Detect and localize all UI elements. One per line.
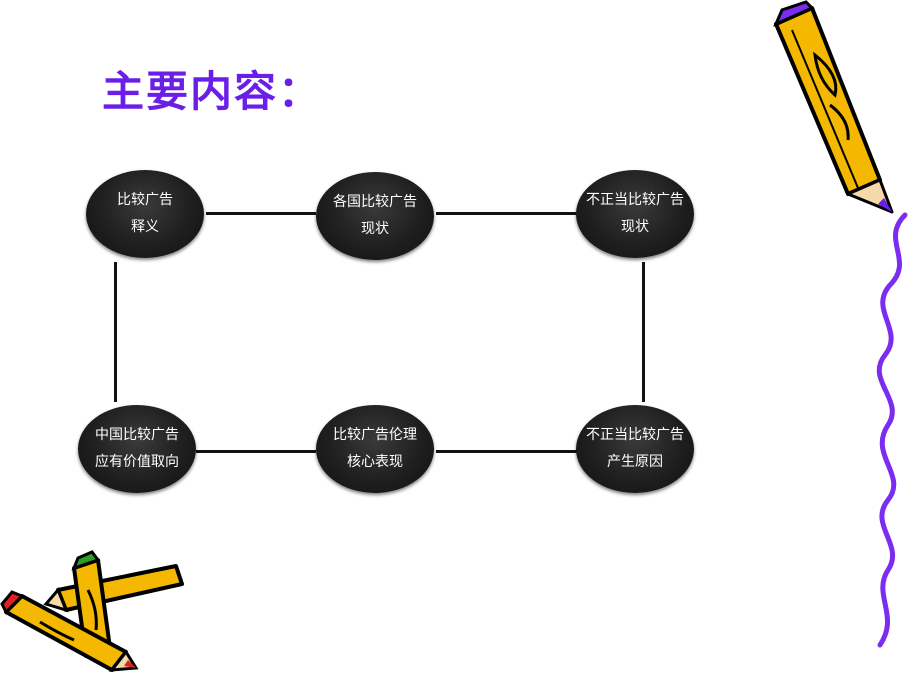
node-label: 核心表现	[347, 454, 403, 470]
node-china-value-orientation: 中国比较广告 应有价值取向	[78, 405, 196, 493]
node-countries-status: 各国比较广告 现状	[316, 172, 434, 260]
node-label: 中国比较广告	[95, 427, 179, 443]
connector-top-left	[206, 212, 316, 215]
page-title: 主要内容：	[102, 67, 323, 116]
node-label: 比较广告	[117, 192, 173, 208]
connector-bottom-left	[196, 450, 316, 453]
connector-left	[114, 262, 117, 402]
node-label: 产生原因	[607, 454, 663, 470]
node-label: 不正当比较广告	[586, 427, 684, 443]
node-label: 不正当比较广告	[586, 192, 684, 208]
connector-bottom-right	[436, 450, 577, 453]
node-unfair-ad-causes: 不正当比较广告 产生原因	[576, 405, 694, 493]
squiggle-line	[876, 212, 908, 648]
node-comparative-ad-definition: 比较广告 释义	[86, 170, 204, 258]
pencil-icon	[773, 0, 894, 214]
node-unfair-ad-status: 不正当比较广告 现状	[576, 170, 694, 258]
crossed-pencils-icon	[0, 550, 184, 672]
node-label: 比较广告伦理	[333, 427, 417, 443]
connector-top-right	[436, 212, 577, 215]
node-label: 现状	[361, 221, 389, 237]
node-label: 现状	[621, 219, 649, 235]
node-label: 各国比较广告	[333, 194, 417, 210]
node-label: 应有价值取向	[95, 454, 179, 470]
node-label: 释义	[131, 219, 159, 235]
node-ethics-core: 比较广告伦理 核心表现	[316, 405, 434, 493]
connector-right	[642, 262, 645, 402]
